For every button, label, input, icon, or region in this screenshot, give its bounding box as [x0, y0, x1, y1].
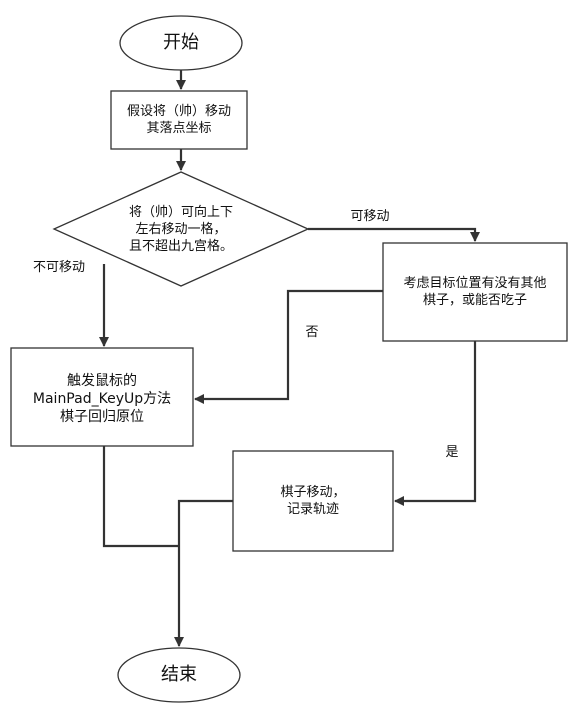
edge-label-not-movable: 不可移动 — [32, 260, 85, 275]
connector-consider-to-move-yes — [394, 341, 477, 506]
decision-diamond — [52, 171, 310, 287]
decision-label-line-3: 且不超出九宫格。 — [128, 239, 233, 254]
consider-label: 考虑目标位置有没有其他 棋子，或能否吃子 — [383, 275, 567, 309]
trigger-label: 触发鼠标的 MainPad_KeyUp方法 棋子回归原位 — [11, 372, 193, 426]
assume-label: 假设将（帅）移动 其落点坐标 — [111, 103, 247, 137]
trigger-process-box — [10, 347, 194, 447]
trigger-label-line-3: 棋子回归原位 — [60, 409, 144, 425]
consider-process-box — [382, 242, 568, 342]
move-label: 棋子移动， 记录轨迹 — [233, 484, 393, 518]
edge-label-yes: 是 — [445, 445, 459, 460]
consider-label-line-1: 考虑目标位置有没有其他 — [403, 276, 547, 291]
decision-label-line-1: 将（帅）可向上下 — [128, 205, 233, 220]
edge-label-movable: 可移动 — [350, 209, 390, 224]
connector-consider-to-trigger-no — [194, 289, 383, 404]
decision-label: 将（帅）可向上下 左右移动一格， 且不超出九宫格。 — [100, 204, 262, 255]
assume-process-box — [110, 90, 248, 150]
decision-label-line-2: 左右移动一格， — [135, 222, 227, 237]
connector-trigger-to-end — [102, 446, 179, 548]
end-terminal — [117, 647, 241, 703]
assume-label-line-1: 假设将（帅）移动 — [126, 104, 231, 119]
trigger-label-line-1: 触发鼠标的 — [67, 373, 137, 389]
trigger-label-line-2: MainPad_KeyUp方法 — [32, 391, 172, 407]
move-label-line-2: 记录轨迹 — [286, 502, 339, 517]
edge-label-no: 否 — [305, 325, 319, 340]
move-label-line-1: 棋子移动， — [280, 485, 346, 500]
consider-label-line-2: 棋子，或能否吃子 — [422, 293, 527, 308]
start-label: 开始 — [163, 32, 199, 53]
assume-label-line-2: 其落点坐标 — [146, 121, 212, 136]
end-label: 结束 — [161, 664, 197, 685]
connector-decision-to-consider — [308, 227, 480, 242]
connector-move-to-end — [174, 499, 233, 647]
